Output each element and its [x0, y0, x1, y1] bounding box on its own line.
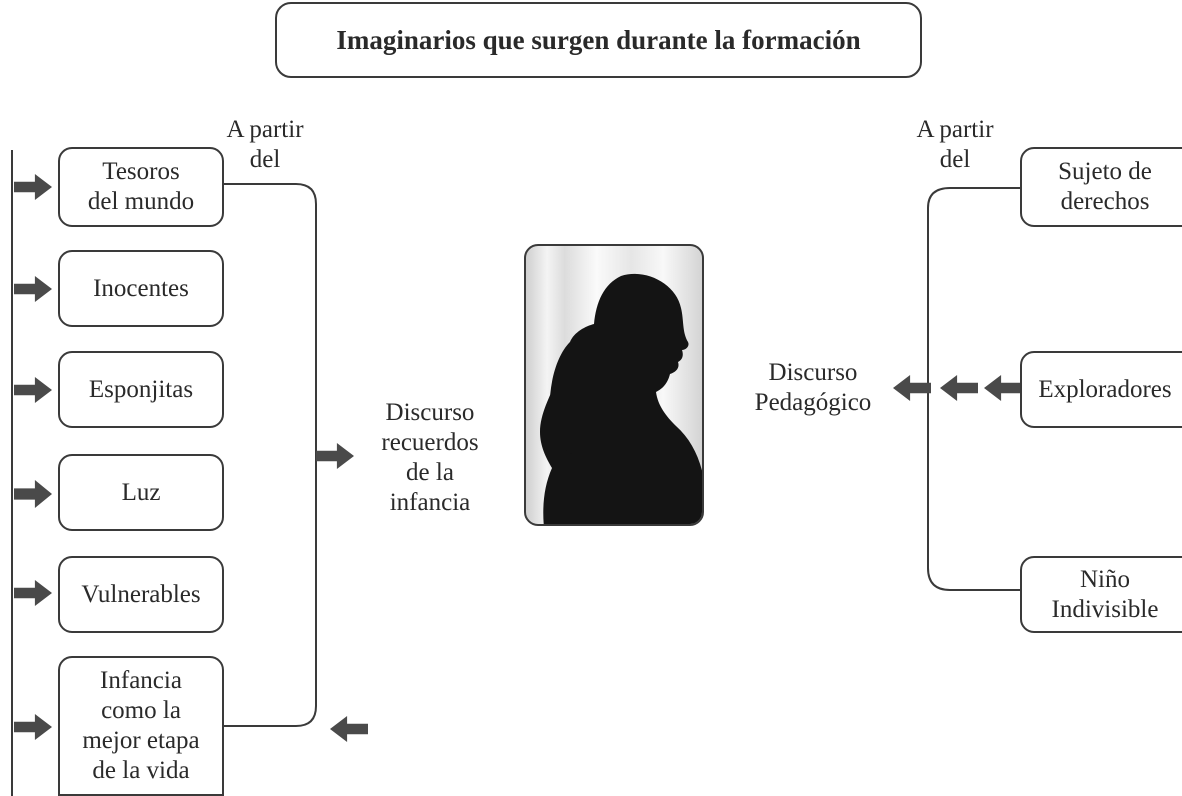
left-discourse-label: Discurso recuerdos de la infancia [381, 399, 479, 516]
right-item-exploradores: Exploradores [1020, 351, 1182, 428]
right-discourse-label: Discurso Pedagógico [754, 359, 872, 416]
left-item-infancia: Infancia como la mejor etapa de la vida [58, 656, 224, 796]
person-silhouette-icon [540, 273, 702, 524]
left-item-esponjitas: Esponjitas [58, 351, 224, 428]
left-item-inocentes: Inocentes [58, 250, 224, 327]
left-bracket [224, 183, 317, 727]
right-connector-label: A partir del [916, 116, 994, 173]
right-item-sujeto: Sujeto de derechos [1020, 147, 1182, 227]
right-item-nino: Niño Indivisible [1020, 556, 1182, 633]
left-item-vulnerables: Vulnerables [58, 556, 224, 633]
diagram-title: Imaginarios que surgen durante la formac… [275, 2, 922, 78]
left-connector-label: A partir del [226, 116, 304, 173]
left-item-tesoros: Tesoros del mundo [58, 147, 224, 227]
left-item-luz: Luz [58, 454, 224, 531]
silhouette-photo [524, 244, 704, 526]
